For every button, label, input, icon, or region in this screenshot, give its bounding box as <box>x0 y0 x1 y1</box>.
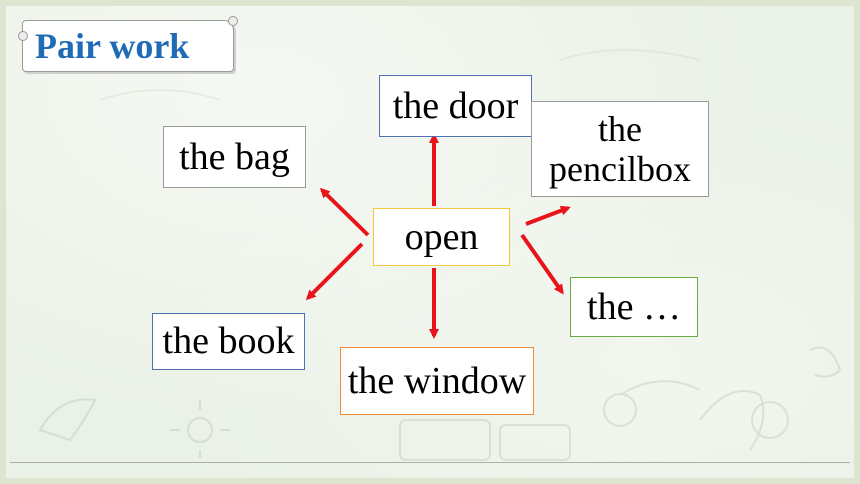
arrow-to-bag <box>319 187 370 237</box>
arrow-to-book <box>305 242 364 301</box>
arrow-to-etc <box>520 233 564 295</box>
arrow-to-pencil <box>525 205 571 226</box>
center-verb: open <box>404 215 479 258</box>
option-box-etc: the … <box>570 277 698 337</box>
pin-icon <box>18 31 28 41</box>
option-box-pencilbox: the pencilbox <box>531 101 709 197</box>
option-box-bag: the bag <box>163 126 306 188</box>
option-label-line: pencilbox <box>549 149 691 189</box>
option-box-window: the window <box>340 347 534 415</box>
option-box-book: the book <box>152 313 305 370</box>
option-label: the … <box>587 285 681 328</box>
pin-icon <box>228 16 238 26</box>
option-label-line: the <box>598 108 642 149</box>
bottom-divider <box>10 462 850 463</box>
option-label: the window <box>347 359 527 402</box>
option-label: the door <box>392 84 519 127</box>
option-label: the book <box>162 320 295 363</box>
option-label: the bag <box>179 135 290 178</box>
center-verb-box: open <box>373 208 510 266</box>
slide-title: Pair work <box>35 26 190 66</box>
option-box-door: the door <box>379 75 532 137</box>
title-tag: Pair work <box>18 16 238 72</box>
